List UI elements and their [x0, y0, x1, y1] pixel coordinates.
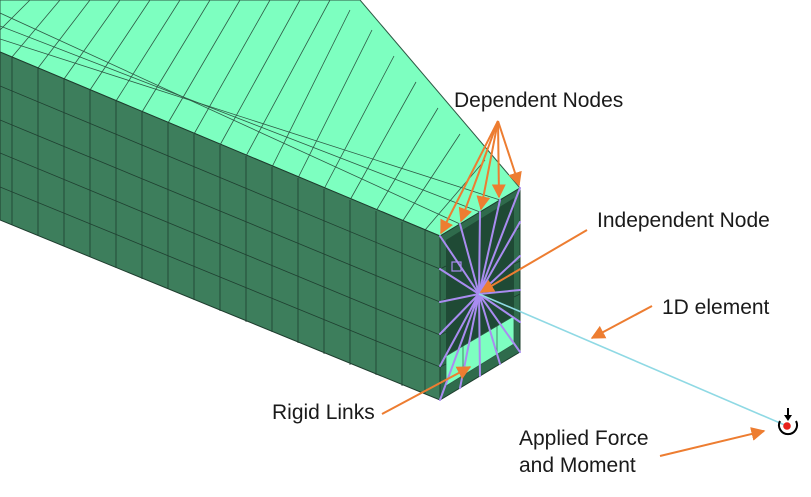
label-applied-force: Applied Force [519, 427, 649, 450]
applied-load-symbol [778, 408, 798, 436]
arrow-applied-load [659, 427, 766, 457]
arrow-dependent-4 [491, 120, 506, 199]
label-and-moment: and Moment [519, 454, 636, 477]
arrow-1d-element [590, 305, 653, 339]
arrow-dependent-3 [476, 120, 499, 211]
arrow-dependent-1 [440, 120, 499, 235]
arrow-dependent-2 [458, 120, 499, 223]
element-1d-line [478, 293, 788, 427]
arrow-rigid-links [381, 366, 472, 415]
label-rigid-links: Rigid Links [272, 401, 375, 424]
load-point-icon [783, 422, 791, 430]
label-dependent-nodes: Dependent Nodes [454, 89, 624, 112]
top-face-mesh [0, 0, 501, 231]
label-1d-element: 1D element [662, 296, 770, 319]
arrow-dependent-5 [497, 120, 522, 187]
annotation-arrows [381, 120, 766, 457]
label-independent-node: Independent Node [597, 209, 770, 232]
arrow-independent [479, 229, 588, 293]
side-face-mesh [0, 57, 441, 394]
